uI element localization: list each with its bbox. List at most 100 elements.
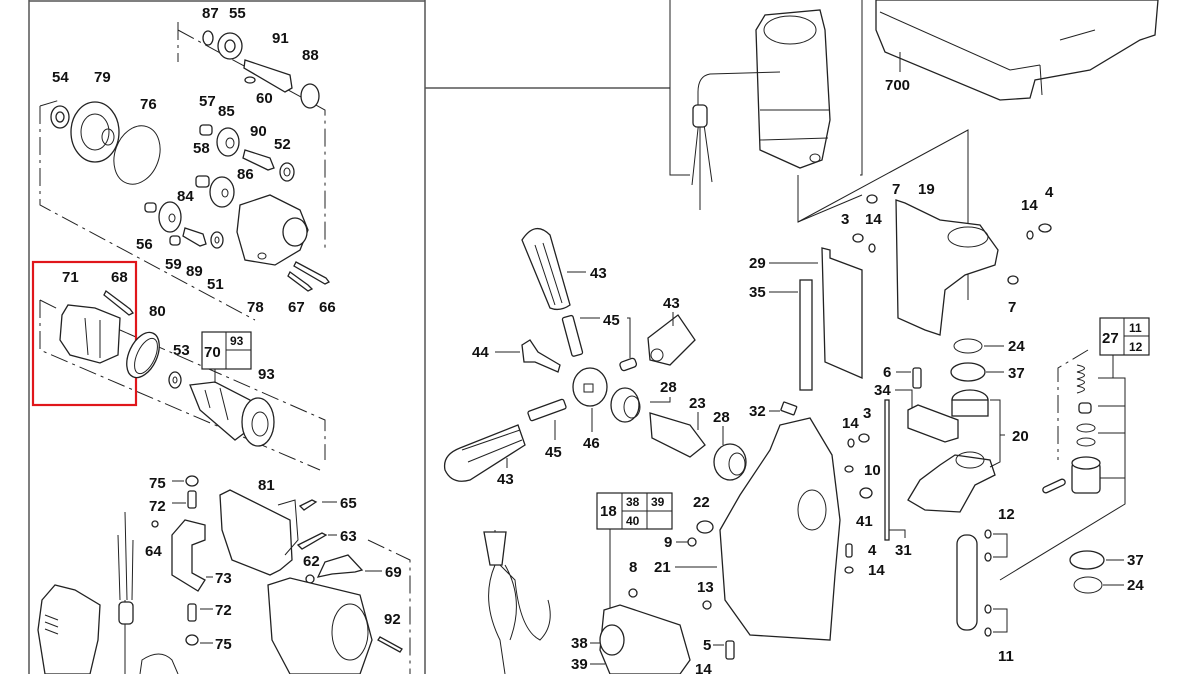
part-84-gear[interactable] bbox=[158, 201, 182, 233]
part-60-key[interactable] bbox=[244, 76, 256, 84]
part-32-plate[interactable] bbox=[780, 401, 798, 416]
part-43-handle-bottom[interactable] bbox=[443, 424, 526, 482]
part-76-gasket[interactable] bbox=[106, 119, 168, 190]
part-27-plunger-cap[interactable] bbox=[1078, 402, 1092, 414]
part-38-switch[interactable] bbox=[599, 604, 691, 674]
part-14-washer[interactable] bbox=[868, 243, 876, 253]
part-71-field-stator[interactable] bbox=[59, 304, 121, 364]
part-90-pinion[interactable] bbox=[242, 149, 275, 171]
part-27-circlip-2[interactable] bbox=[1076, 437, 1096, 447]
part-55-bearing[interactable] bbox=[217, 32, 243, 60]
part-7-screw-top[interactable] bbox=[866, 194, 878, 204]
part-motor-housing[interactable] bbox=[267, 577, 373, 674]
part-46-hub[interactable] bbox=[572, 367, 608, 407]
part-43-handle-top[interactable] bbox=[521, 228, 571, 311]
part-14-washer-3[interactable] bbox=[847, 438, 855, 448]
part-72-carbon-brush[interactable] bbox=[187, 490, 197, 509]
part-3-screw-2[interactable] bbox=[858, 433, 870, 443]
part-72-carbon-brush-2[interactable] bbox=[187, 603, 197, 622]
part-plug[interactable] bbox=[483, 531, 507, 566]
part-37-ring[interactable] bbox=[950, 362, 986, 382]
part-81-cover[interactable] bbox=[219, 489, 293, 576]
part-24-circlip[interactable] bbox=[953, 338, 983, 354]
part-67-screw[interactable] bbox=[287, 271, 314, 292]
part-89-pinion[interactable] bbox=[182, 227, 207, 247]
part-27-sleeve[interactable] bbox=[1071, 456, 1101, 494]
part-9-screw[interactable] bbox=[687, 537, 697, 547]
part-22-clamp[interactable] bbox=[696, 520, 714, 534]
part-11-ball[interactable] bbox=[984, 604, 992, 614]
part-80-baffle[interactable] bbox=[120, 327, 166, 382]
part-4-screw-2[interactable] bbox=[845, 543, 853, 558]
part-12-ball-2[interactable] bbox=[984, 552, 992, 562]
part-3-screw[interactable] bbox=[852, 233, 864, 243]
part-54-bearing[interactable] bbox=[50, 105, 70, 129]
part-64-screw[interactable] bbox=[151, 520, 159, 528]
part-7-screw-side[interactable] bbox=[1007, 275, 1019, 285]
part-45-pin-right[interactable] bbox=[619, 357, 638, 372]
part-35-rack[interactable] bbox=[799, 279, 813, 391]
part-29-slide[interactable] bbox=[821, 247, 863, 379]
part-92-pin[interactable] bbox=[377, 636, 403, 653]
part-57-bushing[interactable] bbox=[199, 124, 213, 136]
part-20-arm[interactable] bbox=[907, 389, 996, 513]
part-10-plug[interactable] bbox=[844, 465, 854, 473]
part-34-block[interactable] bbox=[907, 404, 959, 443]
part-handle-housing[interactable] bbox=[37, 584, 101, 674]
part-93-fan[interactable] bbox=[241, 397, 275, 447]
part-65-screw[interactable] bbox=[298, 499, 318, 511]
part-21-base[interactable] bbox=[719, 417, 841, 641]
part-41-screw[interactable] bbox=[859, 487, 873, 499]
part-73-brush-holder[interactable] bbox=[171, 519, 206, 592]
part-58-bushing[interactable] bbox=[195, 175, 210, 188]
part-14-washer-4[interactable] bbox=[844, 566, 854, 574]
part-68-screw[interactable] bbox=[103, 290, 134, 316]
part-700-carrying-case[interactable] bbox=[875, 0, 1159, 101]
part-78-gear-housing[interactable] bbox=[236, 194, 309, 266]
part-69-shield[interactable] bbox=[316, 554, 364, 578]
part-79-endplate[interactable] bbox=[70, 101, 120, 163]
part-4-screw[interactable] bbox=[1038, 223, 1052, 233]
part-14-washer-2[interactable] bbox=[1026, 230, 1034, 240]
part-59-bushing[interactable] bbox=[169, 235, 181, 246]
part-51-bearing[interactable] bbox=[210, 231, 224, 249]
part-pin-small[interactable] bbox=[1042, 478, 1066, 494]
highlight-box[interactable] bbox=[31, 260, 138, 407]
part-19-column[interactable] bbox=[895, 199, 999, 336]
part-53-bearing[interactable] bbox=[168, 371, 182, 389]
part-wire-harness[interactable] bbox=[117, 511, 134, 674]
part-11-ball-2[interactable] bbox=[984, 627, 992, 637]
part-motor-unit[interactable] bbox=[755, 9, 831, 169]
part-87-oring[interactable] bbox=[202, 30, 214, 46]
part-75-brush-cap-2[interactable] bbox=[185, 634, 199, 646]
part-motor-cable[interactable] bbox=[691, 71, 781, 210]
part-24-circlip-2[interactable] bbox=[1073, 576, 1103, 594]
part-28-bushing-2[interactable] bbox=[713, 443, 747, 481]
part-12-ball[interactable] bbox=[984, 529, 992, 539]
part-86-gear[interactable] bbox=[209, 176, 235, 208]
part-52-bearing[interactable] bbox=[279, 162, 295, 182]
part-23-pinion-shaft[interactable] bbox=[649, 412, 706, 458]
part-75-brush-cap[interactable] bbox=[185, 475, 199, 487]
part-5-screw[interactable] bbox=[725, 640, 735, 660]
part-44-knob[interactable] bbox=[521, 339, 561, 373]
part-63-screw[interactable] bbox=[296, 532, 328, 550]
part-66-screw[interactable] bbox=[293, 261, 330, 285]
part-45-pin-top[interactable] bbox=[561, 314, 584, 357]
part-88-ring[interactable] bbox=[300, 83, 320, 109]
part-45-pin-bottom[interactable] bbox=[527, 398, 567, 422]
part-27-spring[interactable] bbox=[1076, 364, 1085, 394]
part-28-bushing-1[interactable] bbox=[610, 387, 641, 423]
part-43-handle-right[interactable] bbox=[647, 314, 696, 366]
part-37-ring-2[interactable] bbox=[1069, 550, 1105, 570]
part-pin-column[interactable] bbox=[956, 534, 978, 631]
part-6-screw[interactable] bbox=[912, 367, 922, 389]
part-8-screw[interactable] bbox=[628, 588, 638, 598]
part-91-shaft[interactable] bbox=[243, 59, 293, 93]
part-56-bushing[interactable] bbox=[144, 202, 157, 213]
part-power-cord[interactable] bbox=[488, 530, 551, 674]
part-13-screw[interactable] bbox=[702, 600, 712, 610]
part-31-rod[interactable] bbox=[884, 399, 890, 541]
part-85-gear[interactable] bbox=[216, 127, 240, 157]
part-27-circlip-1[interactable] bbox=[1076, 423, 1096, 433]
